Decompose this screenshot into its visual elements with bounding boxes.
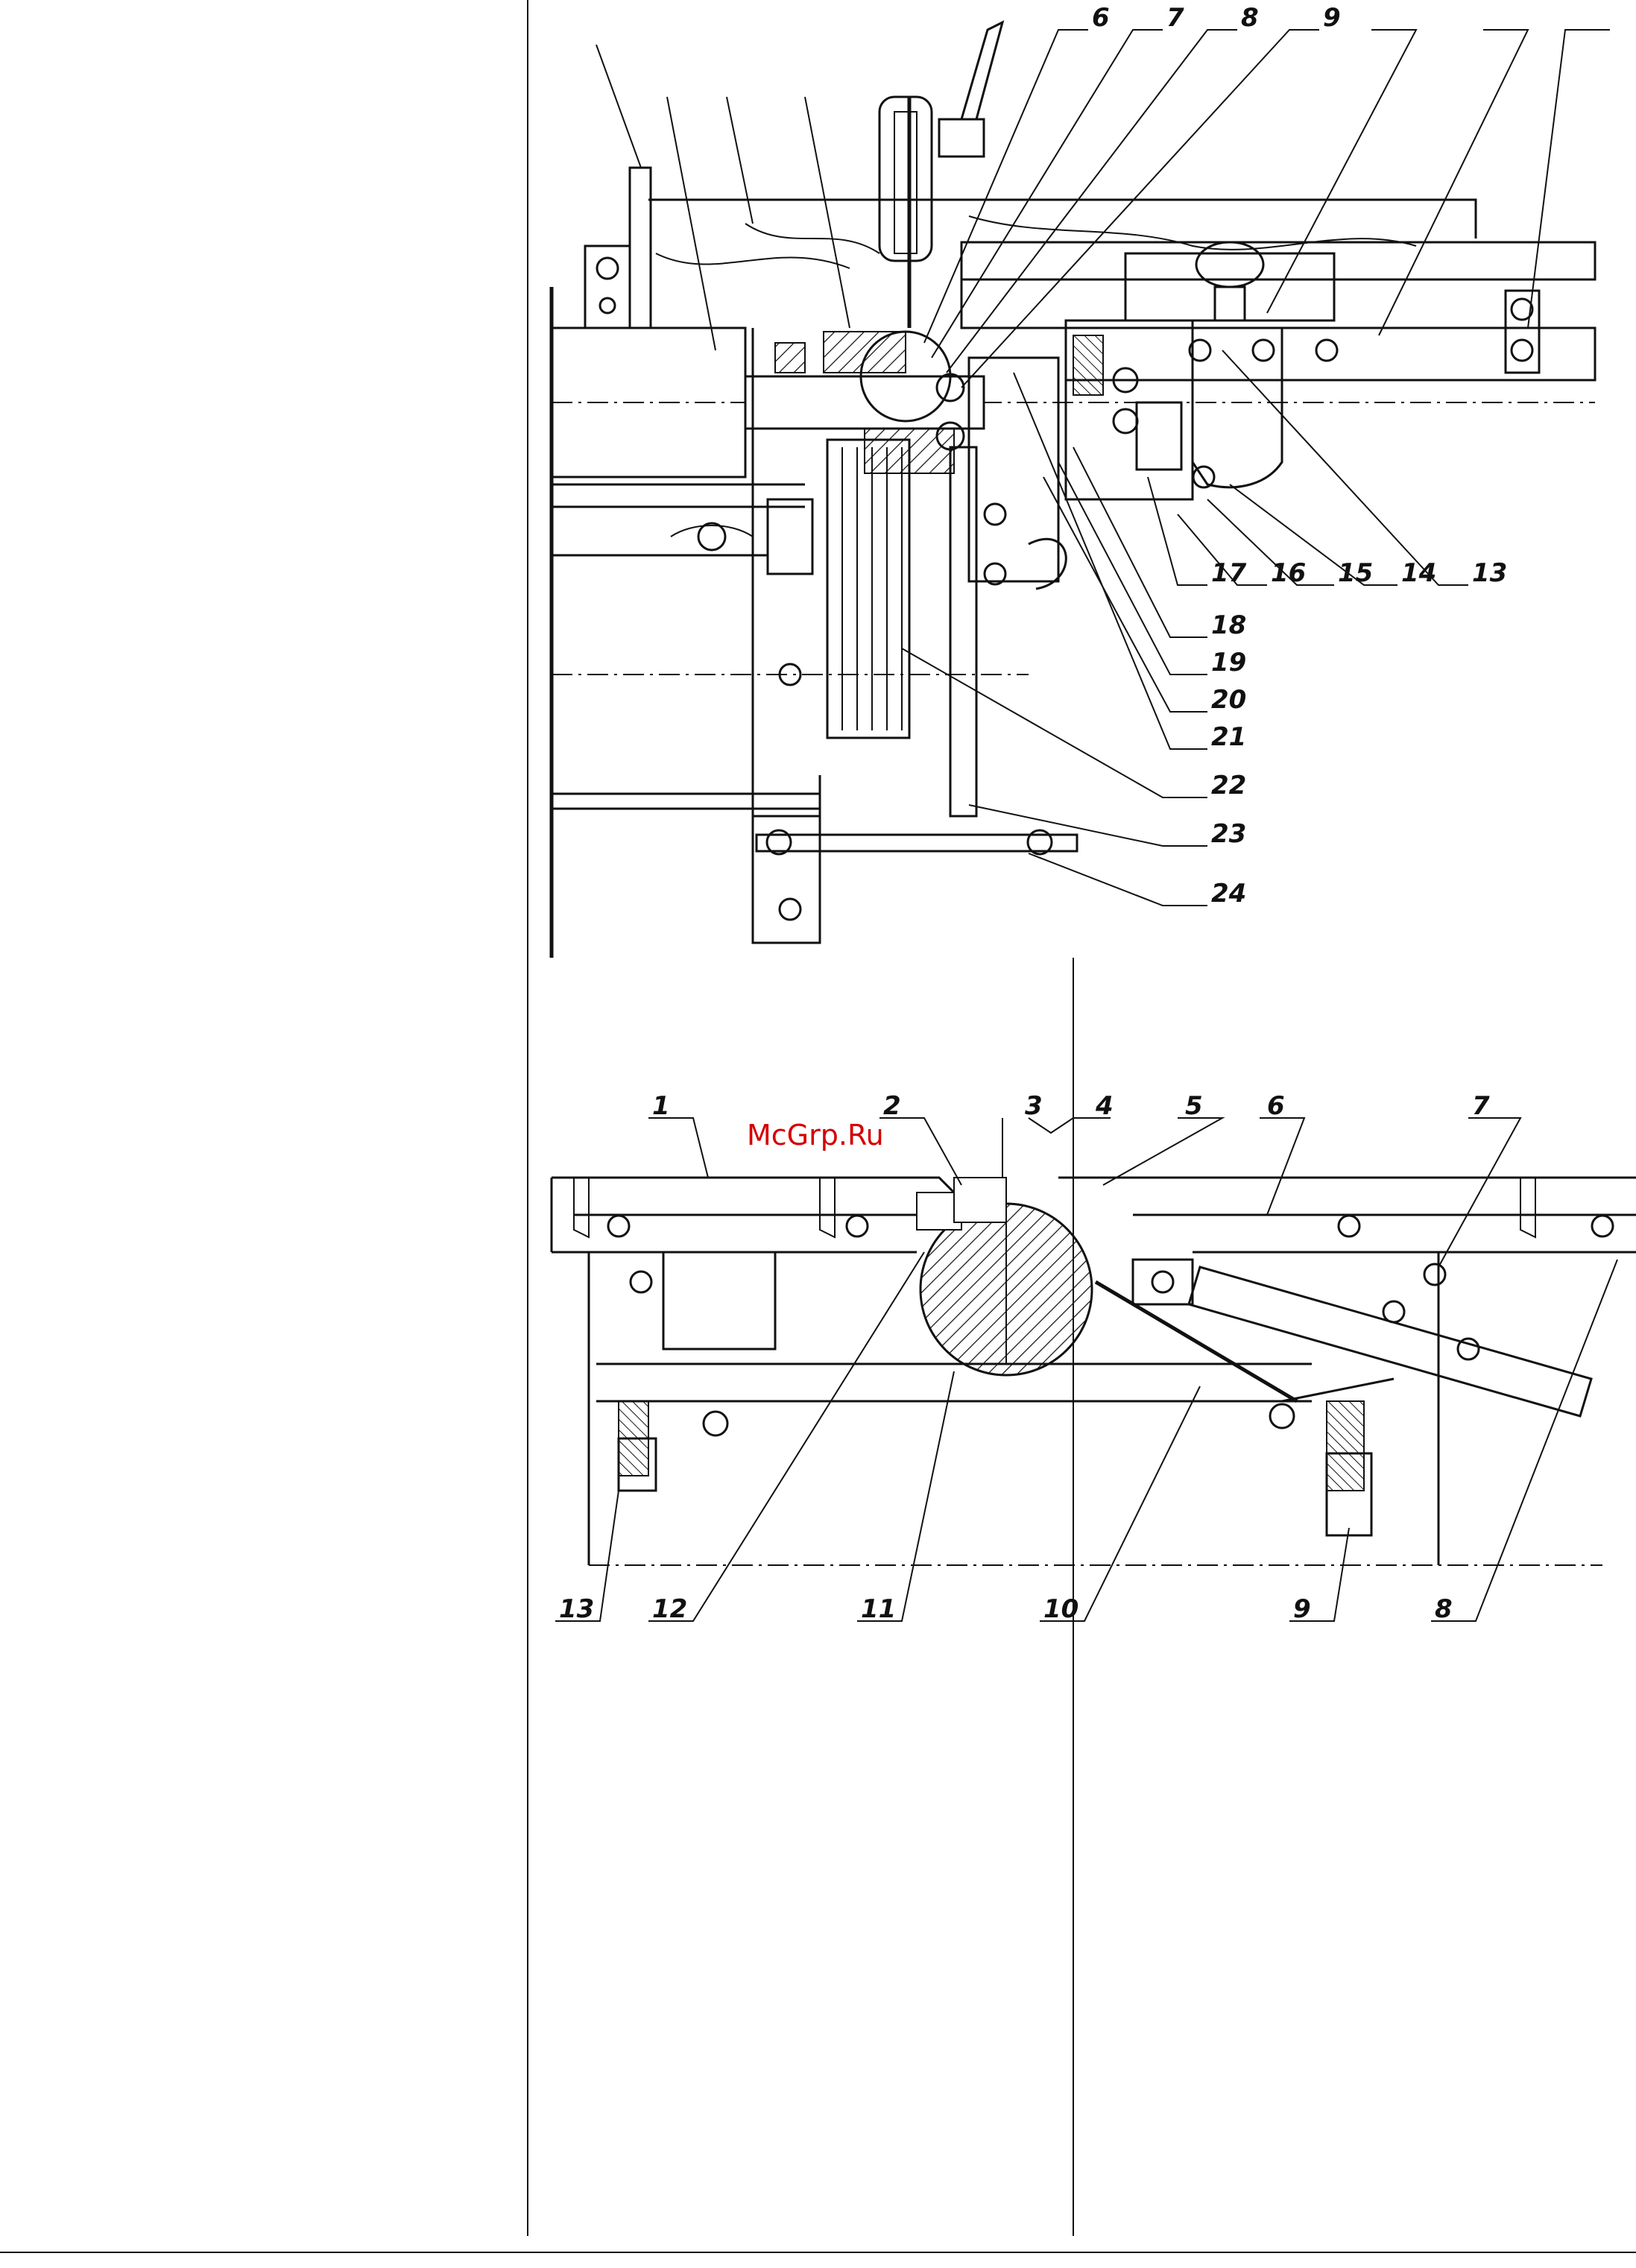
callout-b9: 9	[1293, 1594, 1311, 1624]
callout-b3: 3	[1025, 1091, 1043, 1121]
callout-22: 22	[1211, 771, 1246, 800]
callout-b5: 5	[1185, 1091, 1203, 1121]
bottom-callout-leaders	[555, 1118, 1617, 1621]
top-callout-leaders	[902, 30, 1610, 906]
callout-b6: 6	[1267, 1091, 1285, 1121]
top-callout-labels: 6 7 8 9 13 14 15 16 17 18 19 20 21 22 23…	[1092, 3, 1507, 909]
callout-b7: 7	[1472, 1091, 1490, 1121]
callout-21: 21	[1211, 722, 1246, 752]
callout-b8: 8	[1435, 1594, 1453, 1624]
callout-b10: 10	[1043, 1594, 1078, 1624]
callout-b2: 2	[883, 1091, 901, 1121]
callout-b1: 1	[652, 1091, 670, 1121]
callout-14: 14	[1401, 558, 1436, 588]
callout-15: 15	[1338, 558, 1373, 588]
callout-16: 16	[1271, 558, 1306, 588]
callout-13: 13	[1472, 558, 1507, 588]
callout-6: 6	[1092, 3, 1110, 33]
callout-b13: 13	[559, 1594, 594, 1624]
callout-7: 7	[1166, 3, 1184, 33]
callout-20: 20	[1211, 685, 1246, 715]
callout-b12: 12	[652, 1594, 687, 1624]
callout-8: 8	[1241, 3, 1259, 33]
callout-23: 23	[1211, 819, 1246, 849]
callout-18: 18	[1211, 610, 1246, 640]
callout-9: 9	[1323, 3, 1341, 33]
watermark-text: McGrp.Ru	[747, 1119, 884, 1152]
callout-b11: 11	[861, 1594, 896, 1624]
callout-24: 24	[1211, 879, 1246, 909]
callout-19: 19	[1211, 648, 1246, 677]
callout-b4: 4	[1095, 1091, 1114, 1121]
bottom-assembly-drawing	[552, 1178, 1636, 1565]
callout-17: 17	[1211, 558, 1247, 588]
